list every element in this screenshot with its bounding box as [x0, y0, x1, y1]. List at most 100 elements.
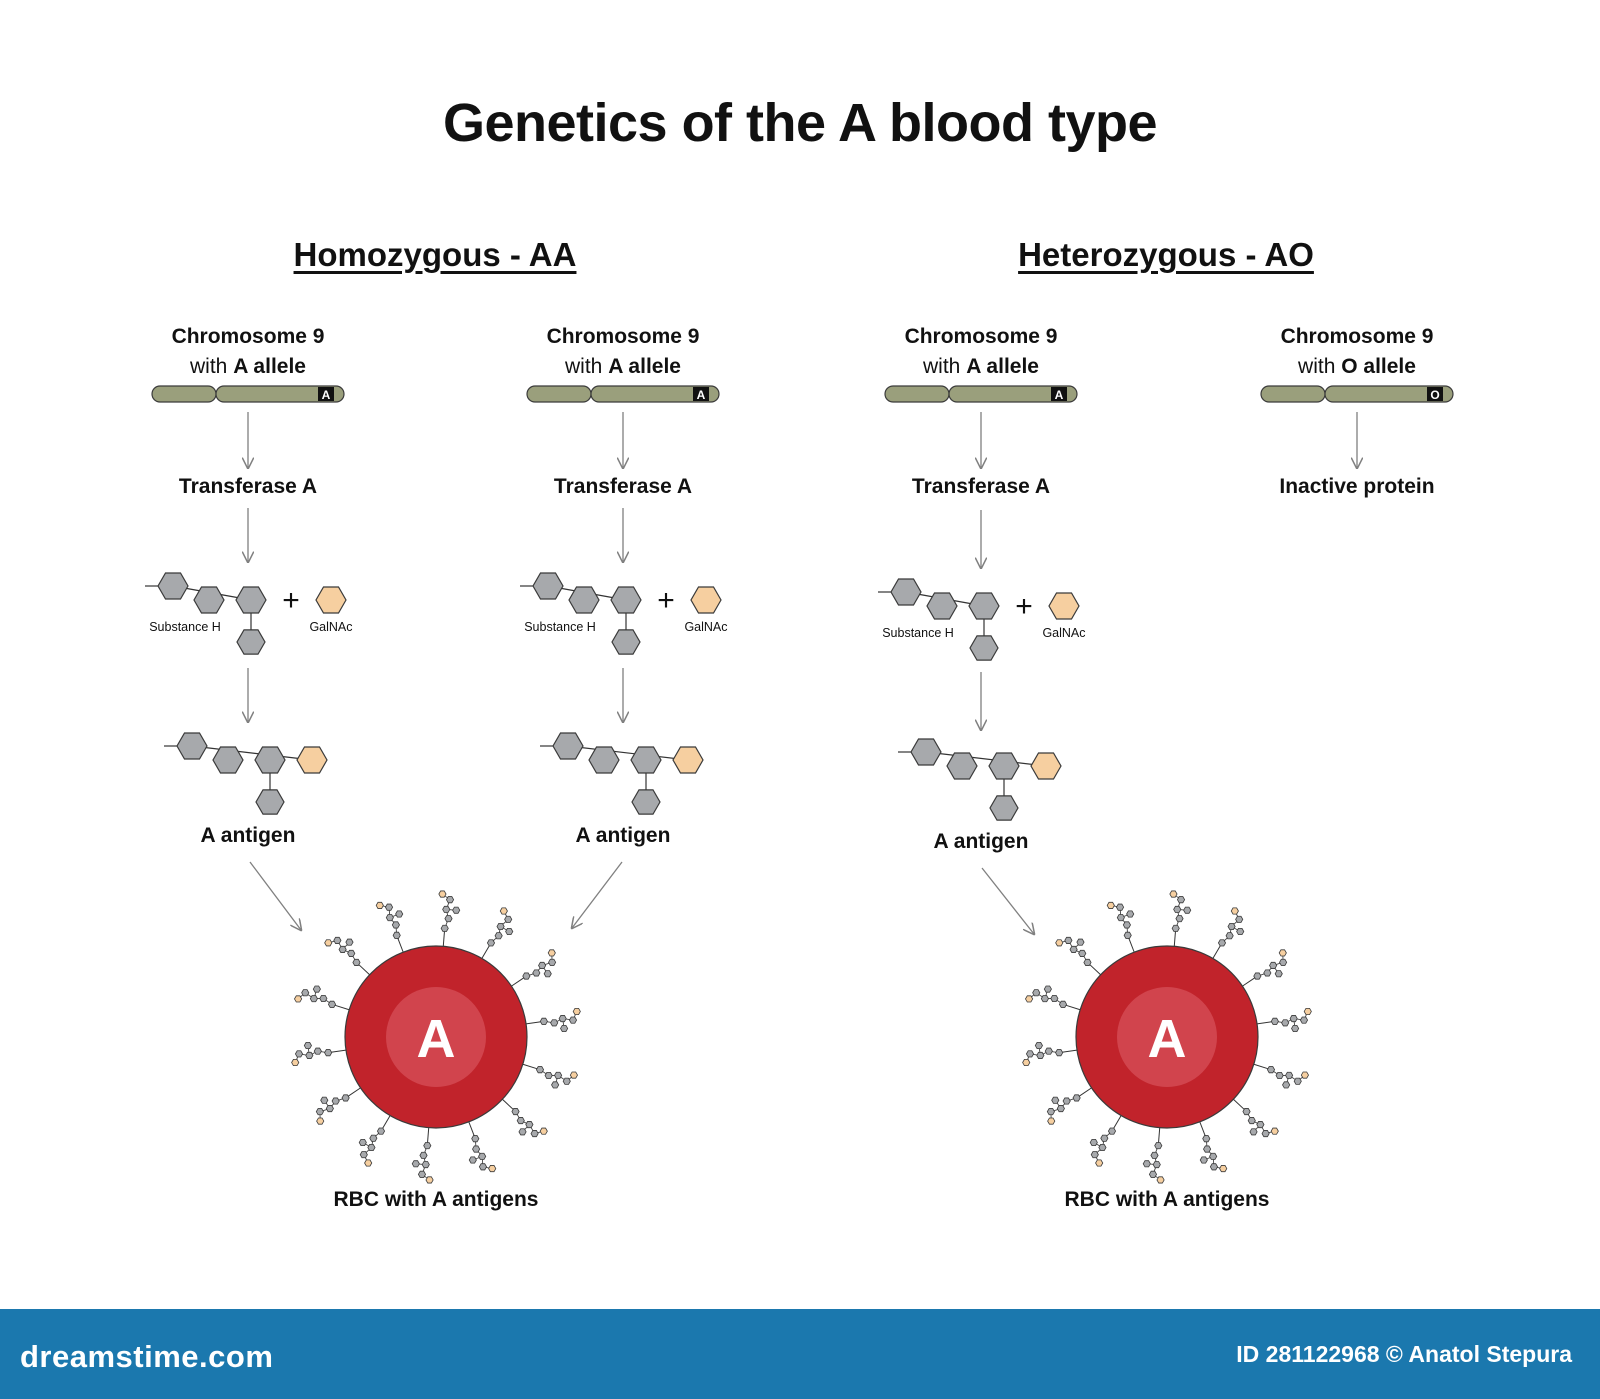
antigen-galnac: [1025, 995, 1034, 1003]
antigen-galnac: [1303, 1007, 1312, 1015]
antigen-sugar: [1036, 1051, 1045, 1059]
sugar-hexagon: [988, 752, 1020, 780]
surface-antigen: [525, 1007, 581, 1032]
antigen-sugar: [1078, 949, 1087, 957]
antigen-sugar: [1249, 1128, 1258, 1136]
rbc-center-highlight: [386, 987, 486, 1087]
antigen-galnac: [291, 1059, 300, 1067]
antigen-sugar: [1263, 969, 1272, 977]
chromosome-9-icon: O: [1260, 385, 1454, 403]
antigen-sugar: [471, 1135, 480, 1143]
surface-antigen: [1025, 985, 1081, 1011]
antigen-galnac: [1230, 907, 1239, 915]
antigen-sugar: [1227, 922, 1236, 930]
antigen-sugar: [505, 928, 514, 936]
antigen-sugar: [359, 1151, 368, 1159]
antigen-stalk: [333, 1004, 350, 1011]
sugar-hexagon: [212, 746, 244, 774]
antigen-sugar: [358, 1138, 367, 1146]
antigen-sugar: [543, 970, 552, 978]
surface-antigen: [502, 1098, 548, 1138]
antigen-sugar: [1289, 1015, 1298, 1023]
antigen-sugar: [1051, 1096, 1060, 1104]
antigen-sugar: [440, 924, 449, 932]
antigen-sugar: [445, 896, 455, 904]
antigen-stalk: [381, 1115, 391, 1130]
antigen-sugar: [1055, 1049, 1064, 1057]
chromosome-9-icon: A: [526, 385, 720, 403]
antigen-sugar: [1282, 1081, 1291, 1089]
antigen-galnac: [1055, 939, 1064, 947]
chromosome-long-arm: [590, 385, 720, 403]
antigen-sugar: [1046, 1108, 1055, 1116]
antigen-sugar: [494, 932, 503, 940]
surface-antigen: [324, 936, 370, 976]
sugar-hexagon: [926, 592, 958, 620]
image-credit: ID 281122968 © Anatol Stepura: [1236, 1341, 1572, 1367]
galnac-hexagon: [1030, 752, 1062, 780]
sugar-hexagon: [946, 752, 978, 780]
sugar-hexagon: [193, 586, 225, 614]
substance-h-molecule: Substance H+GalNAc: [878, 578, 1086, 661]
brand-logo-text[interactable]: dreamstime.com: [20, 1339, 274, 1374]
antigen-sugar: [548, 958, 557, 966]
chromosome-long-arm: [1324, 385, 1454, 403]
substance-h-label: Substance H: [524, 620, 596, 634]
sugar-hexagon: [890, 578, 922, 606]
antigen-galnac: [572, 1007, 581, 1015]
flow-arrow-to-rbc: [572, 861, 623, 928]
chromosome-long-arm: [215, 385, 345, 403]
antigen-sugar: [1236, 928, 1245, 936]
antigen-galnac: [1047, 1117, 1056, 1125]
sugar-hexagon: [254, 746, 286, 774]
antigen-sugar: [442, 905, 451, 913]
antigen-galnac: [1156, 1176, 1165, 1184]
antigen-sugar: [325, 1105, 334, 1113]
antigen-sugar: [472, 1145, 481, 1153]
antigen-sugar: [1076, 938, 1085, 946]
chromosome-name: Chromosome 9: [546, 325, 700, 348]
antigen-sugar: [301, 989, 310, 997]
antigen-sugar: [1098, 1144, 1107, 1152]
antigen-sugar: [421, 1161, 430, 1169]
surface-antigen: [1055, 936, 1101, 976]
antigen-galnac: [364, 1159, 373, 1167]
antigen-sugar: [532, 969, 541, 977]
surface-antigen: [1256, 1007, 1312, 1032]
antigen-sugar: [568, 1016, 578, 1024]
antigen-sugar: [1202, 1135, 1211, 1143]
chain-bond: [567, 745, 689, 761]
antigen-stalk: [1256, 1021, 1273, 1025]
sugar-hexagon: [968, 592, 1000, 620]
chromosome-label-2: Chromosome 9 with A allele: [493, 322, 753, 382]
allele-name: O allele: [1341, 355, 1416, 378]
allele-locus: [1427, 387, 1443, 401]
antigen-sugar: [1126, 910, 1135, 918]
antigen-sugar: [376, 1127, 386, 1135]
galnac-hexagon: [690, 586, 722, 614]
antigen-sugar: [468, 1156, 477, 1164]
antigen-galnac: [488, 1165, 497, 1173]
sugar-hexagon: [552, 732, 584, 760]
footer-bar: [0, 1309, 1600, 1399]
antigen-galnac: [1300, 1071, 1309, 1079]
antigen-sugar: [1072, 1094, 1081, 1102]
chromosome-label-1: Chromosome 9 with A allele: [118, 322, 378, 382]
antigen-stalk: [1061, 1049, 1078, 1053]
antigen-sugar: [384, 903, 394, 911]
plus-sign: +: [657, 584, 675, 617]
fucose-hexagon: [969, 635, 999, 661]
antigen-sugar: [1044, 1047, 1053, 1055]
allele-prefix: with: [923, 355, 967, 378]
antigen-sugar: [312, 985, 321, 993]
allele-prefix: with: [1298, 355, 1342, 378]
surface-antigen: [315, 1087, 361, 1125]
antigen-sugar: [486, 939, 496, 947]
antigen-sugar: [525, 1121, 534, 1129]
sugar-hexagon: [235, 586, 267, 614]
antigen-sugar: [338, 945, 347, 953]
antigen-sugar: [411, 1160, 420, 1168]
antigen-stalk: [1112, 1115, 1122, 1130]
galnac-label: GalNAc: [309, 620, 352, 634]
antigen-stalk: [481, 944, 491, 959]
